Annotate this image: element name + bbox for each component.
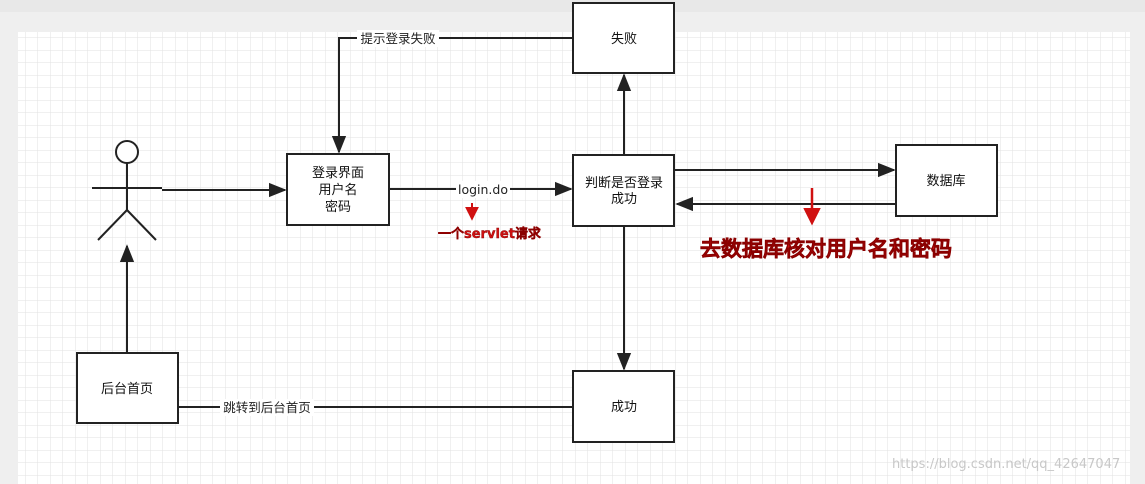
login-line-2: 用户名 [318,182,357,198]
annotation-servlet-request: 一个servlet请求 [438,226,542,242]
label-prompt-login-failed: 提示登录失败 [360,31,436,46]
success-label: 成功 [611,400,637,415]
watermark-url: https://blog.csdn.net/qq_42647047 [892,457,1120,472]
node-fail: 失败 [572,2,675,74]
database-label: 数据库 [926,173,965,189]
label-login-do: login.do [458,182,508,197]
label-redirect-home: 跳转到后台首页 [223,400,311,415]
edge-fail-to-login [331,37,573,154]
node-login-page: 登录界面 用户名 密码 [286,153,390,226]
login-line-1: 登录界面 [312,166,364,181]
judge-line-1: 判断是否登录 [585,176,663,191]
node-backend-home: 后台首页 [76,352,179,424]
node-success: 成功 [572,370,675,443]
node-database: 数据库 [895,144,998,217]
annotation-database-check: 去数据库核对用户名和密码 [700,237,952,261]
fail-label: 失败 [611,32,637,47]
login-line-3: 密码 [325,199,351,215]
judge-line-2: 成功 [611,192,637,207]
node-judge-login: 判断是否登录 成功 [572,154,675,227]
actor-figure [92,140,162,241]
backend-home-label: 后台首页 [101,382,153,397]
